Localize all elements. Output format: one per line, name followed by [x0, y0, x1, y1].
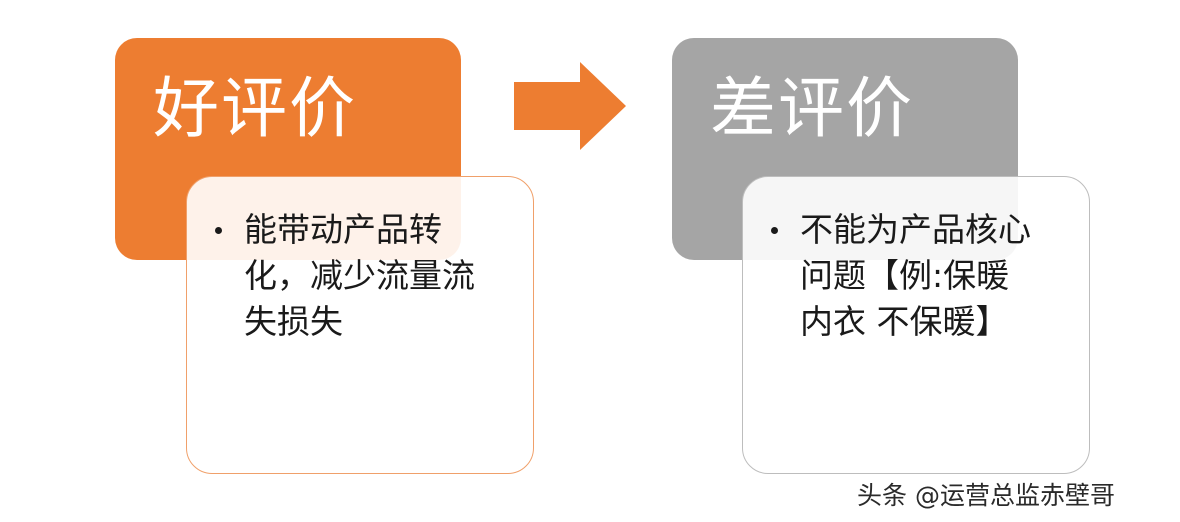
watermark-text: 头条 @运营总监赤壁哥: [857, 481, 1115, 510]
right-arrow-icon: [514, 62, 626, 150]
bad-review-title: 差评价: [710, 70, 914, 147]
bullet-dot-icon: [771, 227, 778, 234]
bad-review-bullet: 不能为产品核心问题【例:保暖内衣 不保暖】: [771, 207, 1071, 345]
bad-review-bullet-text: 不能为产品核心问题【例:保暖内衣 不保暖】: [800, 210, 1031, 341]
good-review-detail-box: 能带动产品转化，减少流量流失损失: [186, 176, 534, 474]
good-review-bullet-text: 能带动产品转化，减少流量流失损失: [244, 210, 475, 341]
bad-review-detail-box: 不能为产品核心问题【例:保暖内衣 不保暖】: [742, 176, 1090, 474]
good-review-bullet: 能带动产品转化，减少流量流失损失: [215, 207, 515, 345]
good-review-title: 好评价: [153, 70, 357, 147]
bullet-dot-icon: [215, 227, 222, 234]
